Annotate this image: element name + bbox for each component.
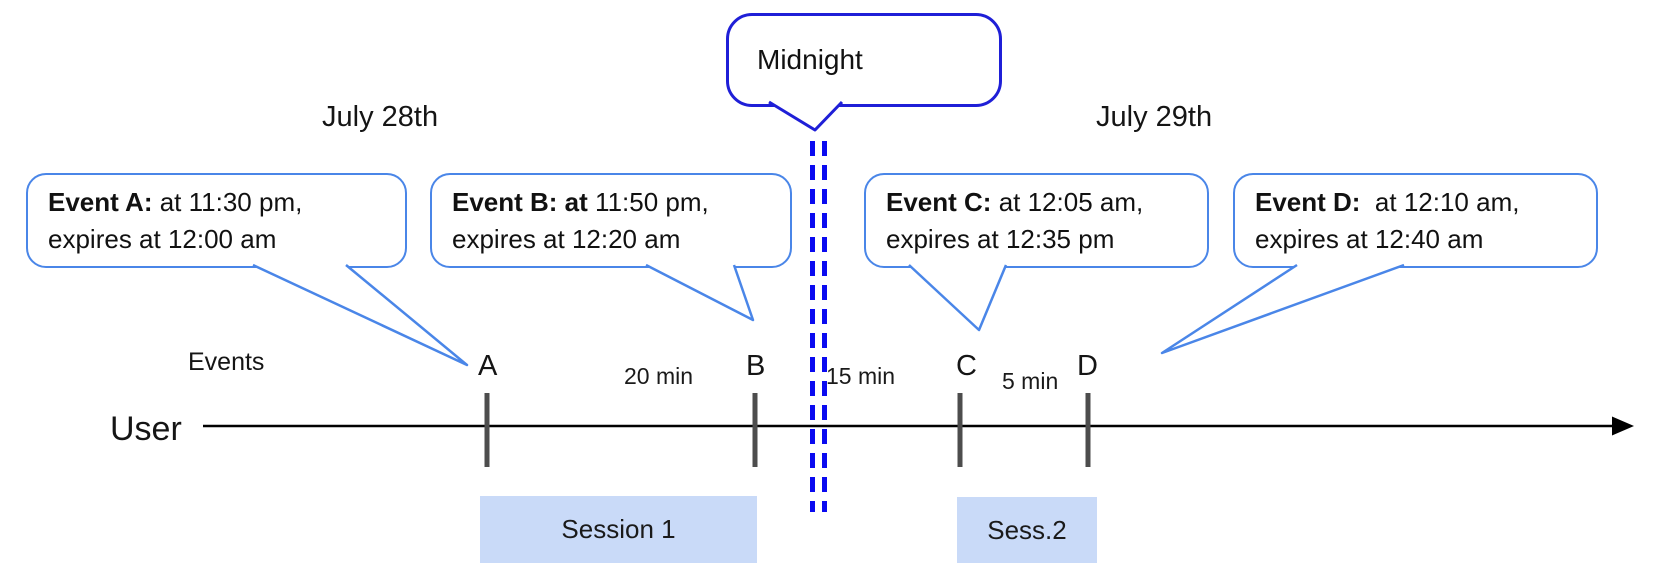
event-b-callout-tail — [645, 263, 755, 322]
event-c-line2: expires at 12:35 pm — [886, 224, 1115, 254]
event-c-callout-tail — [908, 264, 1008, 332]
session-2-label: Sess.2 — [987, 514, 1067, 545]
tick-label-d: D — [1077, 350, 1098, 382]
session-1-box: Session 1 — [480, 496, 757, 563]
tick-label-c: C — [956, 350, 977, 382]
event-c-line1: Event C: at 12:05 am, — [886, 184, 1193, 221]
event-c-time: at 12:05 am, — [991, 187, 1144, 217]
event-d-time: at 12:10 am, — [1360, 187, 1520, 217]
date-july-28-label: July 28th — [322, 101, 439, 133]
event-b-time: 11:50 pm, — [587, 187, 709, 217]
event-a-callout: Event A: at 11:30 pm, expires at 12:00 a… — [26, 173, 407, 268]
midnight-label: Midnight — [757, 44, 863, 75]
event-b-callout: Event B: at 11:50 pm, expires at 12:20 a… — [430, 173, 792, 268]
event-a-time: at 11:30 pm, — [152, 187, 303, 217]
event-d-callout: Event D: at 12:10 am, expires at 12:40 a… — [1233, 173, 1598, 268]
timeline-arrowhead-icon — [1612, 416, 1634, 436]
event-d-callout-tail — [1160, 263, 1405, 355]
event-c-title: Event C: — [886, 187, 992, 217]
event-a-line1: Event A: at 11:30 pm, — [48, 184, 391, 221]
tick-label-b: B — [746, 350, 766, 382]
event-a-line2: expires at 12:00 am — [48, 224, 277, 254]
events-axis-label: Events — [188, 348, 265, 376]
event-d-line1: Event D: at 12:10 am, — [1255, 184, 1582, 221]
event-a-title: Event A: — [48, 187, 153, 217]
event-a-callout-tail — [252, 263, 469, 367]
event-d-line2: expires at 12:40 am — [1255, 224, 1484, 254]
user-axis-label: User — [110, 410, 182, 448]
interval-15min-label: 15 min — [826, 363, 896, 389]
interval-20min-label: 20 min — [624, 363, 694, 389]
event-b-title: Event B: at — [452, 187, 588, 217]
event-b-line2: expires at 12:20 am — [452, 224, 681, 254]
session-2-box: Sess.2 — [957, 497, 1097, 563]
event-b-line1: Event B: at 11:50 pm, — [452, 184, 776, 221]
event-c-callout: Event C: at 12:05 am, expires at 12:35 p… — [864, 173, 1209, 268]
date-july-29-label: July 29th — [1096, 101, 1213, 133]
tick-label-a: A — [478, 350, 498, 382]
session-1-label: Session 1 — [561, 514, 676, 544]
interval-5min-label: 5 min — [1002, 368, 1059, 394]
midnight-callout: Midnight — [726, 13, 1002, 107]
event-d-title: Event D: — [1255, 187, 1361, 217]
